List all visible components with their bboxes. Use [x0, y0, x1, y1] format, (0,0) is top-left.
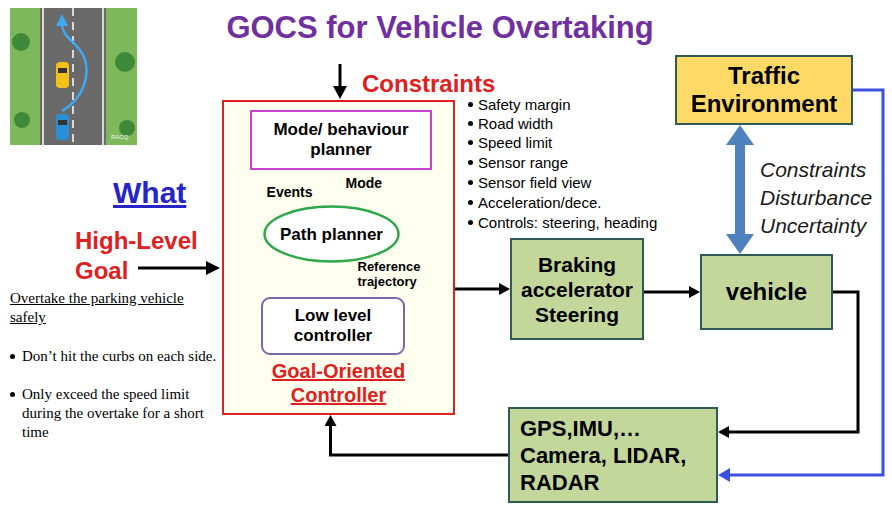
controller-box: Goal-Oriented Controller Mode/ behaviour …	[222, 100, 455, 415]
tree	[12, 33, 30, 51]
planner-box: Mode/ behaviour planner	[250, 110, 432, 170]
node-text: Traffic Environment	[677, 62, 851, 118]
goal-text: Overtake the parking vehicle safely	[10, 289, 215, 327]
tree	[14, 112, 30, 128]
constraints-heading: Constraints	[362, 70, 522, 98]
constraint-item: Speed limit	[478, 133, 668, 152]
constraint-item: Sensor range	[478, 153, 668, 172]
overtake-path	[62, 24, 86, 111]
constraint-item: Controls: steering, heading	[478, 213, 708, 232]
car-window	[58, 120, 67, 125]
node-text: Braking accelerator Steering	[512, 252, 642, 327]
constraint-item: Acceleration/dece.	[478, 193, 668, 212]
constraint-item: Sensor field view	[478, 173, 668, 192]
arrow-head	[333, 86, 347, 99]
node-text: Goal-Oriented Controller	[239, 359, 439, 407]
what-heading: What	[113, 176, 213, 210]
vehicle-box: vehicle	[700, 254, 833, 330]
road-edge	[102, 8, 104, 145]
connector	[331, 426, 509, 455]
goal-item: Don’t hit the curbs on each side.	[22, 347, 217, 366]
tree	[119, 120, 135, 136]
planner-ellipse: Path planner	[263, 205, 400, 263]
goal-arrow	[138, 267, 208, 270]
controller-box: Low level controller	[261, 297, 405, 355]
watermark: RACQ	[111, 134, 141, 140]
edge-label: Mode	[346, 176, 383, 191]
ellipse	[265, 207, 399, 262]
edge-label: Reference trajectory	[358, 259, 434, 289]
parked-car	[56, 62, 69, 88]
arrow-note: Disturbance	[760, 186, 885, 210]
tree	[115, 52, 135, 72]
arrow-note: Uncertainty	[760, 214, 885, 238]
goal-heading: High-Level Goal	[75, 226, 215, 286]
diagram-title: GOCS for Vehicle Overtaking	[190, 10, 690, 46]
node-text: Path planner	[280, 225, 383, 244]
actuator-box: Braking accelerator Steering	[510, 238, 644, 340]
goal-item: Only exceed the speed limit during the o…	[22, 385, 217, 442]
node-text: vehicle	[726, 278, 807, 306]
car-window	[58, 68, 67, 73]
environment-box: Traffic Environment	[675, 55, 853, 125]
road-edge	[42, 8, 44, 145]
node-text: GPS,IMU,… Camera, LIDAR, RADAR	[520, 415, 706, 496]
connector	[644, 291, 689, 294]
connector	[455, 288, 499, 291]
constraint-item: Safety margin	[478, 95, 668, 114]
arrow-head	[56, 14, 68, 26]
node-text: Mode/ behaviour planner	[252, 120, 430, 160]
arrow-note: Constraints	[760, 158, 885, 182]
sensor-box: GPS,IMU,… Camera, LIDAR, RADAR	[508, 407, 718, 503]
road	[40, 8, 106, 145]
edge-label: Events	[267, 185, 313, 200]
overtaking-car	[56, 114, 69, 140]
constraint-item: Road width	[478, 114, 668, 133]
connector	[735, 145, 745, 234]
node-text: Low level controller	[263, 306, 403, 346]
arrow-head	[206, 261, 220, 275]
constraints-arrow	[339, 64, 342, 88]
center-line	[72, 8, 74, 145]
grass	[10, 8, 137, 145]
